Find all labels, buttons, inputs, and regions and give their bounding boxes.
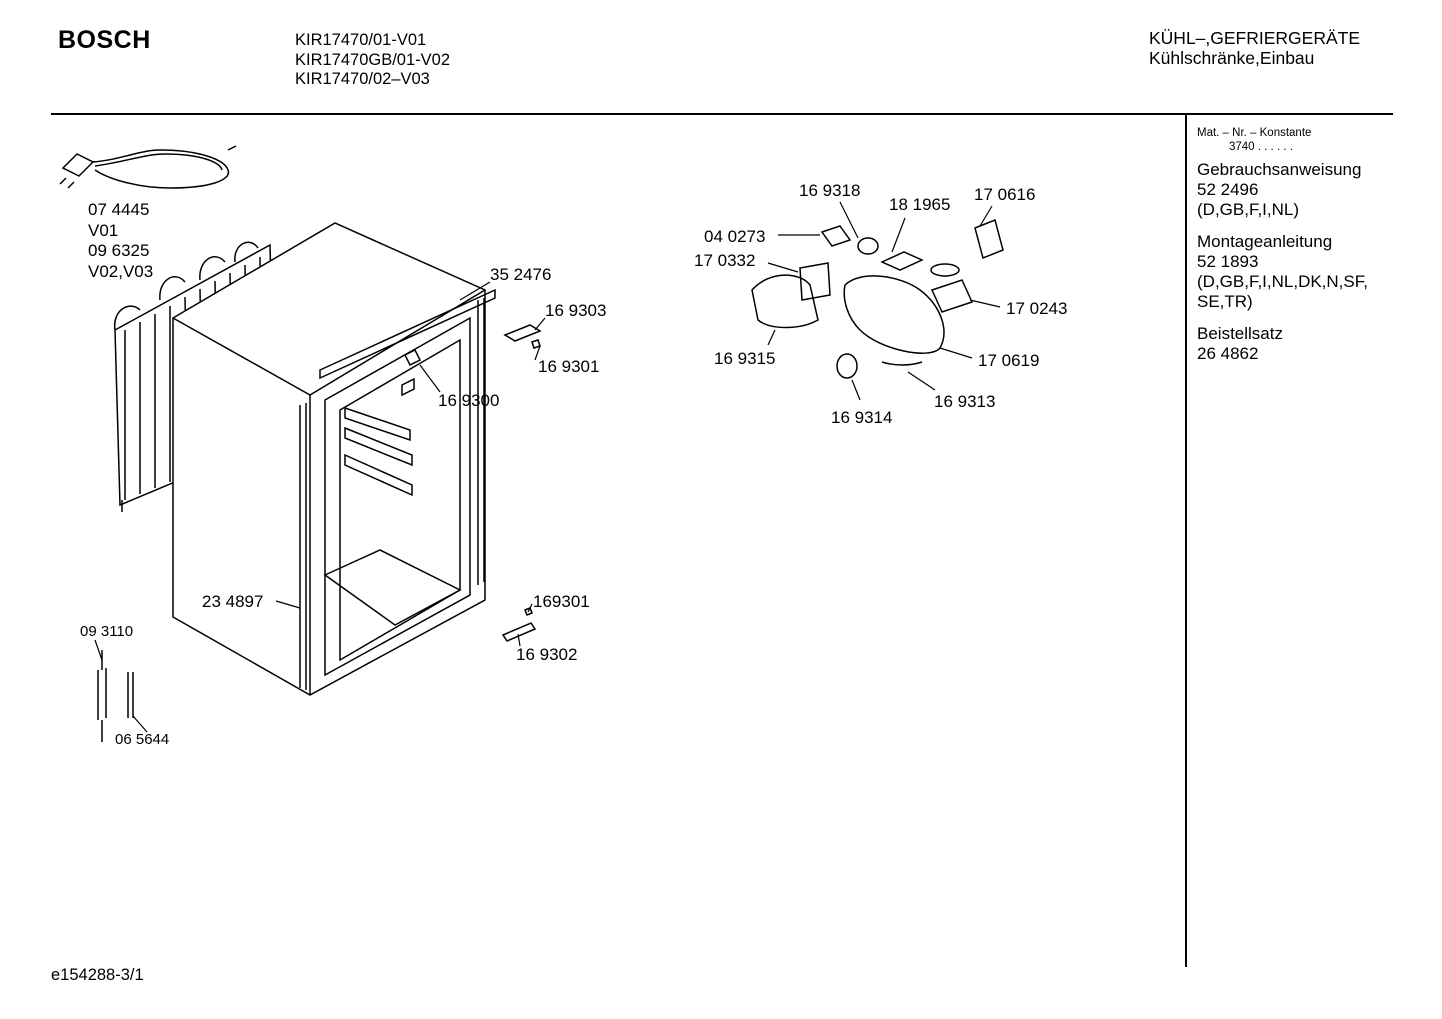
category-line: Kühlschränke,Einbau <box>1149 47 1315 68</box>
leader-lines <box>94 201 1001 733</box>
part-label: 16 9315 <box>714 349 775 368</box>
doc-line: 52 1893 <box>1197 252 1259 271</box>
part-label: 16 9318 <box>799 181 860 200</box>
model-number: KIR17470/01-V01 <box>295 31 427 49</box>
doc-line: (D,GB,F,I,NL) <box>1197 200 1300 219</box>
lamp-assembly-drawing <box>751 218 1004 379</box>
part-label: 18 1965 <box>889 195 950 214</box>
doc-block-kit: Beistellsatz 26 4862 <box>1197 324 1368 364</box>
doc-line: 52 2496 <box>1197 180 1259 199</box>
part-label: 35 2476 <box>490 265 551 284</box>
doc-title: Beistellsatz <box>1197 324 1283 343</box>
part-label: 17 0616 <box>974 185 1035 204</box>
part-label: 17 0332 <box>694 251 755 270</box>
part-label: 16 9300 <box>438 391 499 410</box>
part-label: 16 9302 <box>516 645 577 664</box>
doc-block-manual: Gebrauchsanweisung 52 2496 (D,GB,F,I,NL) <box>1197 160 1368 220</box>
doc-line: (D,GB,F,I,NL,DK,N,SF, <box>1197 272 1368 291</box>
part-label: 17 0243 <box>1006 299 1067 318</box>
part-label: 06 5644 <box>115 731 169 748</box>
part-label: 16 9303 <box>545 301 606 320</box>
mat-nr-label: Mat. – Nr. – Konstante <box>1197 127 1312 139</box>
model-list: KIR17470/01-V01 KIR17470GB/01-V02 KIR174… <box>295 31 450 90</box>
part-label: 16 9313 <box>934 392 995 411</box>
part-label: V01 <box>88 221 118 240</box>
part-label: 17 0619 <box>978 351 1039 370</box>
part-label: 16 9301 <box>538 357 599 376</box>
doc-block-installation: Montageanleitung 52 1893 (D,GB,F,I,NL,DK… <box>1197 232 1368 312</box>
part-label: 07 4445 <box>88 200 149 219</box>
model-number: KIR17470/02–V03 <box>295 70 430 88</box>
doc-title: Montageanleitung <box>1197 232 1333 251</box>
doc-line: 26 4862 <box>1197 344 1259 363</box>
category-line: KÜHL–,GEFRIERGERÄTE <box>1149 28 1361 48</box>
doc-line: SE,TR) <box>1197 292 1253 311</box>
brand-logo: BOSCH <box>58 26 151 54</box>
small-parts-drawing <box>97 324 542 742</box>
sidebar: Mat. – Nr. – Konstante 3740 . . . . . . … <box>1197 126 1368 364</box>
part-label: 04 0273 <box>704 227 765 246</box>
part-label: 09 3110 <box>80 623 133 640</box>
mat-nr-value: 3740 . . . . . . <box>1229 141 1293 153</box>
doc-title: Gebrauchsanweisung <box>1197 160 1362 179</box>
part-label: 23 4897 <box>202 592 263 611</box>
part-label: 169301 <box>533 592 590 611</box>
category: KÜHL–,GEFRIERGERÄTE Kühlschränke,Einbau <box>1149 28 1361 68</box>
part-label: 16 9314 <box>831 408 892 427</box>
model-number: KIR17470GB/01-V02 <box>295 50 451 69</box>
drawing-code: e154288-3/1 <box>51 966 144 984</box>
sidebar-divider <box>1185 115 1187 967</box>
cabinet-drawing <box>172 222 496 696</box>
header-divider <box>51 113 1393 115</box>
part-label: 09 6325 <box>88 241 149 260</box>
power-cable-drawing <box>59 145 237 189</box>
part-label: V02,V03 <box>88 262 153 281</box>
